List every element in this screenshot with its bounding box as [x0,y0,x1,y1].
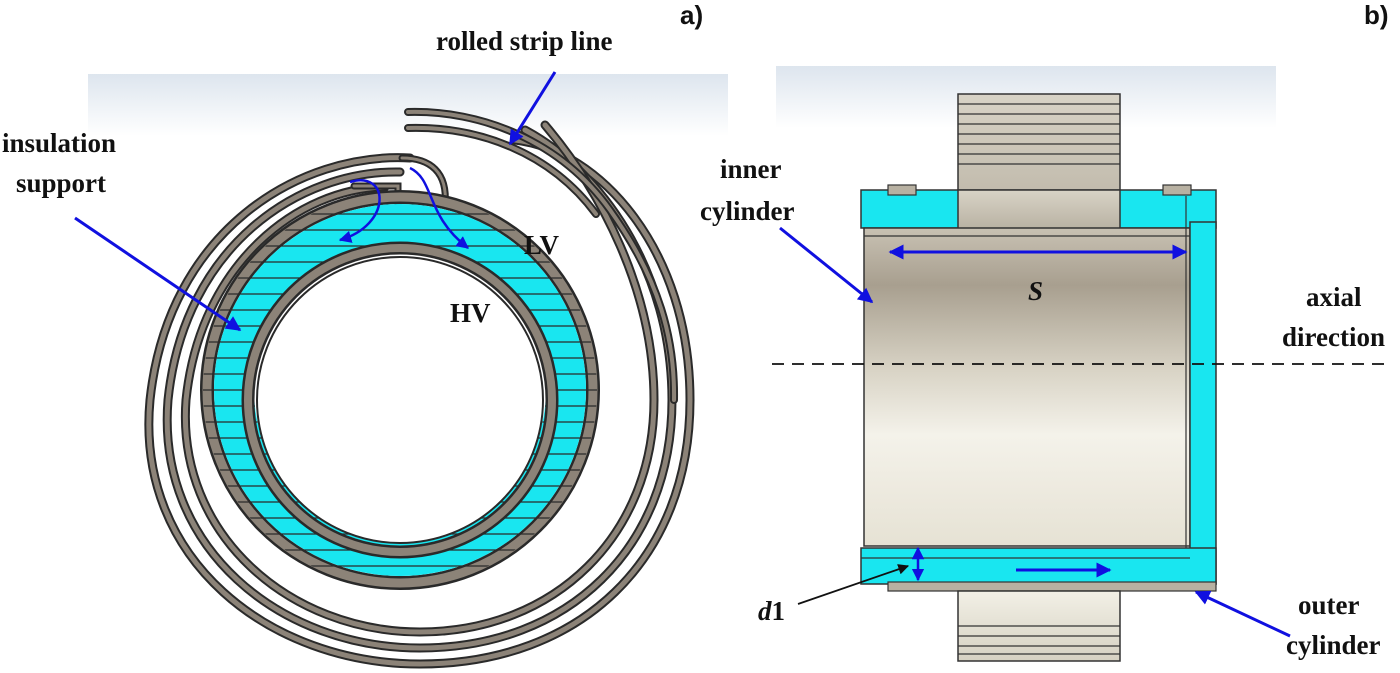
gap-s-label: S [1028,276,1043,306]
d1-label-italic: d [758,596,772,626]
d1-label-number: 1 [772,596,786,626]
insulation-support-label-line1: insulation [2,128,116,158]
bottom-insulation-bar [860,547,1217,585]
inner-cylinder-label-line2: cylinder [700,196,795,226]
panel-b-label: b) [1364,0,1389,30]
outer-cylinder-pointer-arrow [1194,590,1291,638]
bottom-winding-block [957,590,1121,662]
inner-cylinder-pointer-arrow [779,226,874,304]
flow-arrows [338,166,469,249]
panel-a: a) rolled strip line insulation support … [2,0,728,669]
panel-a-label: a) [680,0,703,30]
insulation-support-pointer-arrow [74,216,242,332]
outer-cylinder-label-line2: cylinder [1286,630,1381,660]
inner-cylinder-label-line1: inner [720,154,782,184]
inner-cylinder-body [863,227,1191,547]
d1-label: d1 [758,596,785,626]
hv-label: HV [450,298,491,328]
axial-direction-label-line2: direction [1282,322,1385,352]
axial-direction-label-line1: axial [1306,282,1362,312]
rolled-strip-pointer-arrow [508,71,557,146]
right-insulation-bar [1189,221,1217,585]
rolled-strip-line-label: rolled strip line [436,26,613,56]
lv-label: LV [524,230,560,260]
insulation-support-label-line2: support [16,168,106,198]
panel-b: b) inner cylinder S axial direction d1 o… [700,0,1389,662]
d1-leader-line [797,564,910,605]
outer-cylinder-label-line1: outer [1298,590,1359,620]
